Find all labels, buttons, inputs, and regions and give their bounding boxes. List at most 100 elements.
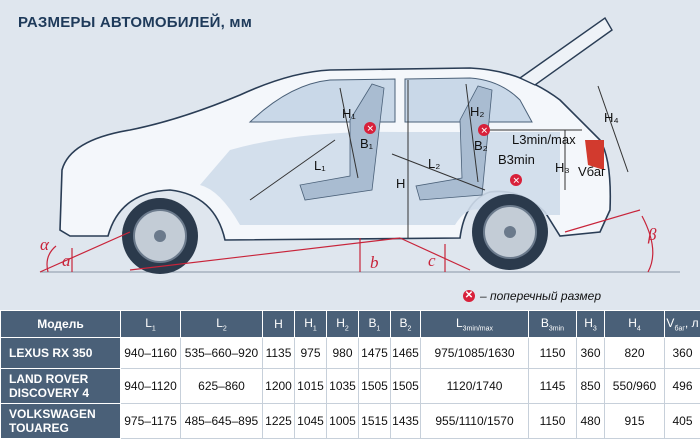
table-cell: 625–860 <box>180 368 263 404</box>
cross-marker-b3: ✕ <box>510 174 522 186</box>
table-cell: 1475 <box>358 337 391 369</box>
label-alpha: α <box>40 235 50 254</box>
column-header: H2 <box>326 310 359 338</box>
cross-icon: ✕ <box>463 290 475 302</box>
table-cell: 1120/1740 <box>420 368 529 404</box>
column-header: L2 <box>180 310 263 338</box>
table-cell: 940–1120 <box>120 368 181 404</box>
tail-light <box>585 140 604 170</box>
column-header-label: H <box>304 315 313 330</box>
table-cell: 1015 <box>294 368 327 404</box>
column-header: B3min <box>528 310 577 338</box>
label-a: a <box>62 251 71 270</box>
ramp-line-front <box>129 237 401 271</box>
label-beta: β <box>647 225 657 244</box>
dim-H1 <box>339 87 359 179</box>
table-cell: 485–645–895 <box>180 403 263 439</box>
column-header-subscript: 2 <box>407 325 412 333</box>
column-header-label: Модель <box>37 317 84 331</box>
table-cell: 1505 <box>390 368 421 404</box>
table-cell: 1465 <box>390 337 421 369</box>
front-seat <box>299 83 385 201</box>
column-header: B1 <box>358 310 391 338</box>
column-header-label: H <box>584 315 593 330</box>
table-cell: 360 <box>576 337 605 369</box>
front-wheel <box>122 198 198 274</box>
column-header-subscript: 4 <box>636 325 641 333</box>
column-header-suffix: , л <box>684 315 699 330</box>
model-name-cell: VOLKSWAGEN TOUAREG <box>0 403 121 439</box>
column-header: L3min/max <box>420 310 529 338</box>
label-B3: B3min <box>498 152 535 167</box>
model-name-cell: LAND ROVER DISCOVERY 4 <box>0 368 121 404</box>
column-header: Vбaг, л <box>664 310 700 338</box>
table-cell: 1035 <box>326 368 359 404</box>
table-cell: 405 <box>664 403 700 439</box>
label-Vbag: Vбаг <box>578 164 606 179</box>
table-cell: 1150 <box>528 403 577 439</box>
column-header-subscript: 1 <box>151 325 156 333</box>
tailgate <box>518 16 613 86</box>
table-cell: 955/1110/1570 <box>420 403 529 439</box>
table-cell: 1200 <box>262 368 295 404</box>
car-dimensions-diagram: ✕ ✕ ✕ H₁ H₂ B₁ B₂ L₁ L₂ H L3min/max B3mi… <box>39 16 680 274</box>
column-header-subscript: 1 <box>376 325 381 333</box>
table-cell: 1145 <box>528 368 577 404</box>
column-header-subscript: 3min <box>548 325 565 333</box>
column-header-subscript: 2 <box>222 325 227 333</box>
column-header: B2 <box>390 310 421 338</box>
column-header-subscript: 3min/max <box>462 325 494 333</box>
label-H: H <box>396 176 405 191</box>
table-cell: 1515 <box>358 403 391 439</box>
column-header-label: H <box>336 315 345 330</box>
label-B1: B₁ <box>360 136 374 151</box>
column-header-label: L <box>455 315 463 330</box>
column-header-subscript: бaг <box>674 325 685 333</box>
table-cell: 1435 <box>390 403 421 439</box>
table-cell: 975 <box>294 337 327 369</box>
label-B2: B₂ <box>474 138 488 153</box>
table-cell: 1005 <box>326 403 359 439</box>
column-header-label: H <box>628 315 637 330</box>
column-header-label: B <box>368 315 377 330</box>
page-title: РАЗМЕРЫ АВТОМОБИЛЕЙ, мм <box>18 14 252 31</box>
dim-L1 <box>249 139 336 201</box>
column-header-subscript: 2 <box>344 325 349 333</box>
column-header-label: B <box>399 315 408 330</box>
column-header-label: B <box>540 315 549 330</box>
departure-line <box>564 209 641 233</box>
table-cell: 496 <box>664 368 700 404</box>
table-cell: 940–1160 <box>120 337 181 369</box>
table-cell: 480 <box>576 403 605 439</box>
table-cell: 1135 <box>262 337 295 369</box>
rear-wheel <box>472 194 548 270</box>
label-L1: L₁ <box>314 158 326 173</box>
table-cell: 975–1175 <box>120 403 181 439</box>
dim-L2 <box>391 153 486 191</box>
label-c: c <box>428 251 436 270</box>
dim-H4 <box>597 85 629 173</box>
table-cell: 820 <box>604 337 665 369</box>
cross-marker-b1: ✕ <box>364 122 376 134</box>
table-cell: 535–660–920 <box>180 337 263 369</box>
column-header-label: V <box>666 315 675 330</box>
table-cell: 1150 <box>528 337 577 369</box>
rear-seat <box>415 85 493 201</box>
svg-text:✕: ✕ <box>513 176 521 186</box>
column-header: H3 <box>576 310 605 338</box>
legend-text: – поперечный размер <box>480 289 601 303</box>
beta-arc <box>641 215 654 273</box>
column-header-label: L <box>145 315 152 330</box>
column-header: L1 <box>120 310 181 338</box>
svg-text:✕: ✕ <box>367 124 375 134</box>
column-header: H <box>262 310 295 338</box>
column-header: H1 <box>294 310 327 338</box>
column-header-subscript: 3 <box>592 325 597 333</box>
label-L3: L3min/max <box>512 132 576 147</box>
table-cell: 1045 <box>294 403 327 439</box>
table-cell: 980 <box>326 337 359 369</box>
column-header-model: Модель <box>0 310 121 338</box>
